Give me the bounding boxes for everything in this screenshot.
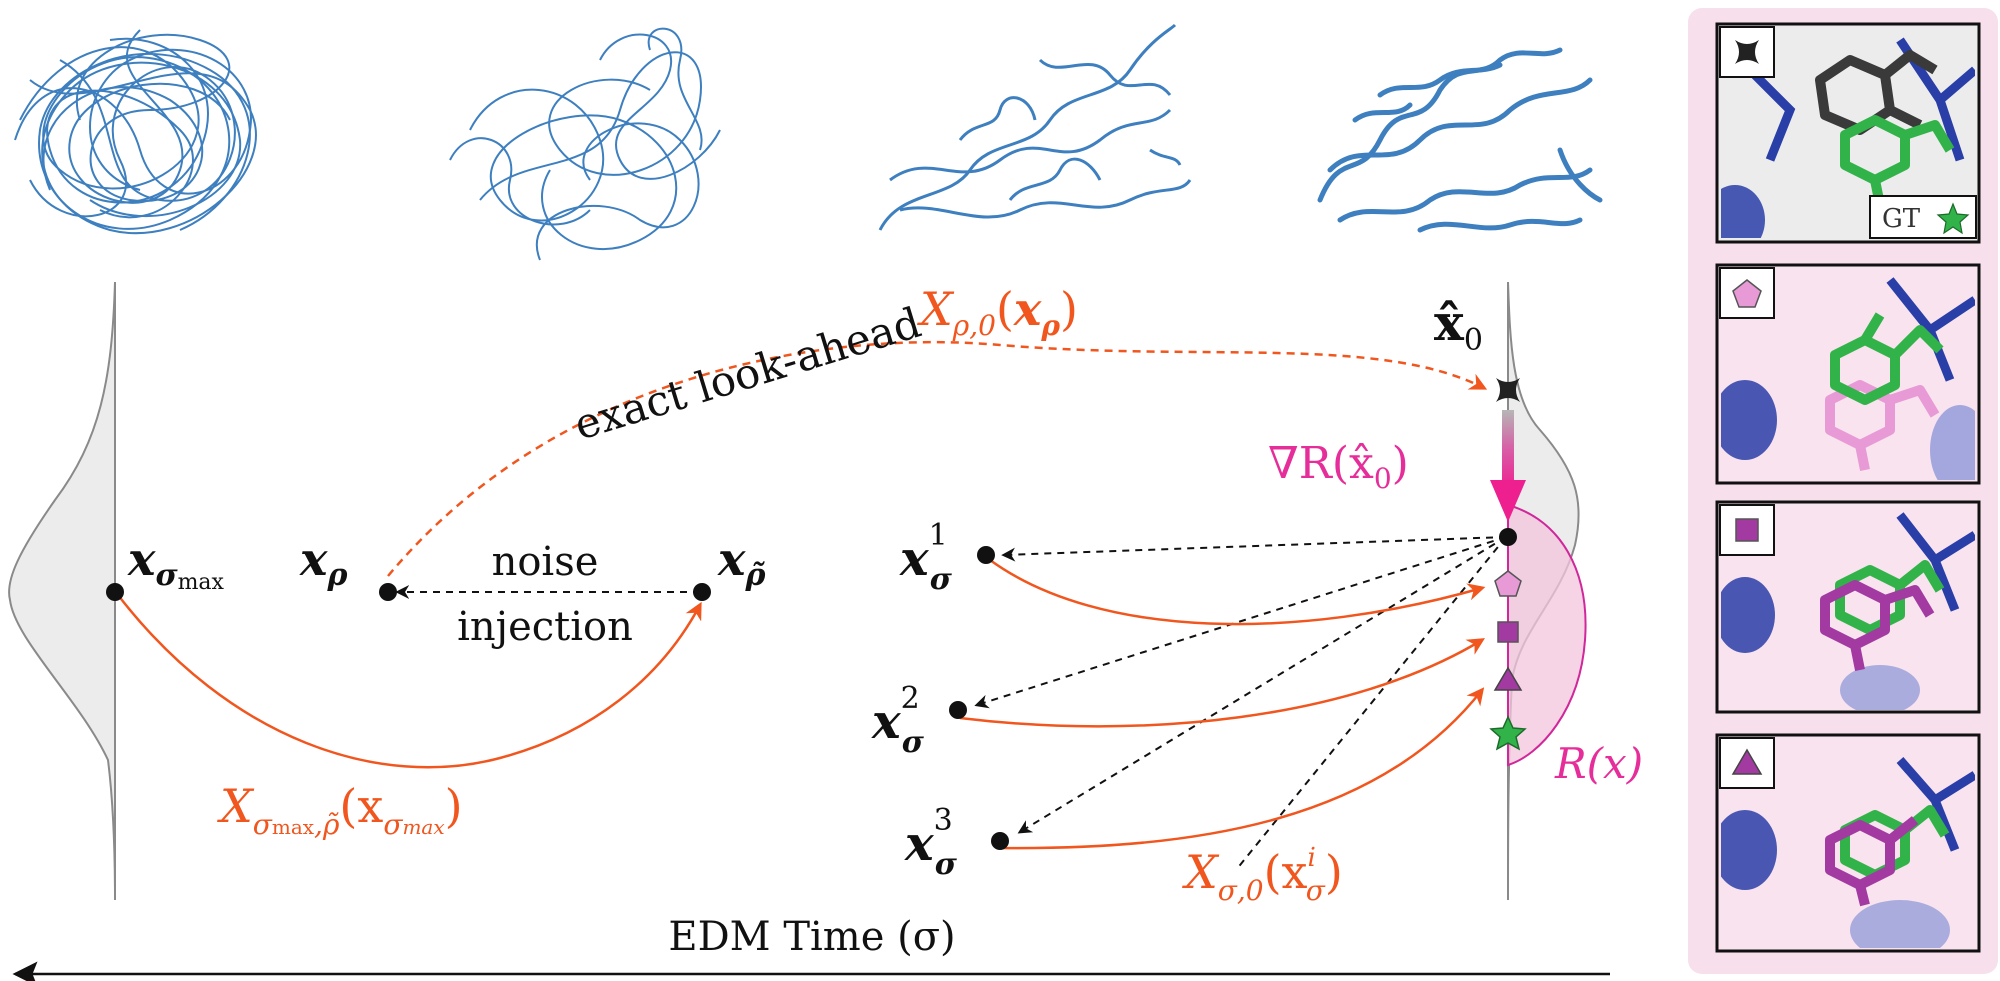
arrow-to-xsigma1 [1001,536,1507,562]
dot-x-sigma-1 [977,546,995,564]
label-noise: noise [492,539,599,585]
label-grad-R: ∇R(x̂0) [1268,438,1409,495]
dot-x-rho-tilde [693,583,711,601]
protein-folded-icon [1317,47,1603,233]
panel-background [1688,8,1998,974]
arrow-smax-to-rhotilde [117,594,702,769]
dot-x-sigma-max [106,583,124,601]
arrow-xsigma1-to-pentagon [989,558,1486,626]
dot-x-sigma-3 [991,832,1009,850]
svg-text:exact look-ahead: exact look-ahead [569,298,927,450]
arrow-exact-lookahead [387,340,1488,577]
label-exact-lookahead: exact look-ahead [569,298,927,450]
dot-x-rho [379,583,397,601]
label-xhat0: x̂0 [1434,293,1483,358]
label-lookahead-X: Xρ,0(xρ) [917,282,1078,342]
panel-sample-1 [1715,263,1981,485]
protein-partial-icon [878,23,1192,231]
label-x-sigma-max: xσmax [127,532,225,595]
svg-text:GT: GT [1882,204,1921,234]
gradient-arrow [1490,410,1526,522]
protein-noisy-2-icon [449,27,721,261]
label-x-rho: xρ [299,532,348,593]
label-x-rho-tilde: xρ̃ [717,532,766,593]
protein-noisy-1-icon [14,29,257,235]
panel-sample-3 [1715,733,1981,953]
star-icon [1489,715,1527,751]
left-distribution [8,281,116,901]
reward-region [1507,503,1587,767]
arrow-to-xsigma3 [1017,536,1507,834]
panel-lookahead: GT [1715,22,1981,244]
pentagon-icon [1494,570,1522,597]
label-injection: injection [457,604,633,650]
square-icon [1497,621,1519,643]
label-edm-time: EDM Time (σ) [668,914,955,960]
cross-icon [1496,378,1520,402]
arrow-xsigma2-to-square [959,638,1485,728]
dot-x-current [1499,528,1517,546]
panel-sample-2 [1715,500,1981,714]
arrow-to-xsigma2 [974,536,1507,709]
triangle-icon [1493,666,1523,691]
label-Rx: R(x) [1554,739,1643,788]
arrow-xsigma3-to-triangle [999,687,1485,850]
label-X-sigma-max: Xσmax,ρ̃(xσmax) [217,779,463,841]
dot-x-sigma-2 [949,701,967,719]
